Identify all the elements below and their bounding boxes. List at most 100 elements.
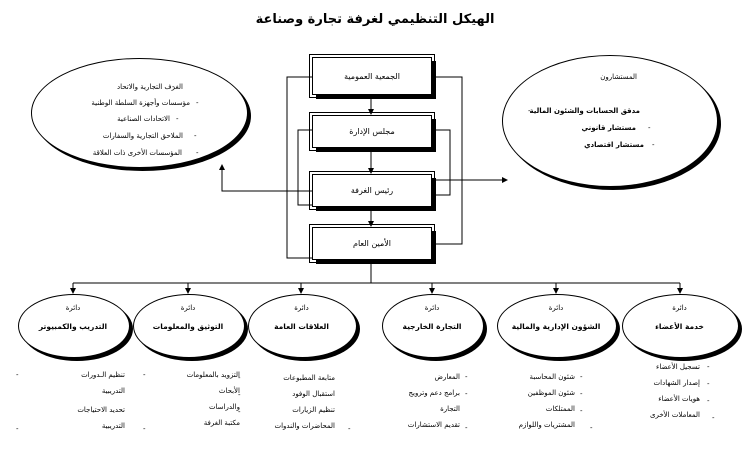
bullet-dash: - — [16, 371, 19, 379]
dept-item: تنظيم الزيارات — [292, 406, 335, 414]
dept-heading: دائرة العلاقات العامة — [248, 304, 355, 331]
bullet-dash: - — [590, 424, 593, 432]
general-assembly-box: الجمعية العمومية — [309, 54, 435, 98]
dept-title: التوثيق والمعلومات — [152, 322, 224, 331]
chamber-head-label: رئيس الغرفة — [350, 186, 394, 195]
dept-item: تسجيل الأعضاء — [656, 363, 700, 371]
arrowhead — [368, 168, 374, 174]
left-ellipse — [31, 58, 248, 168]
board-label: مجلس الإدارة — [349, 127, 395, 136]
bullet-dash: - — [238, 374, 241, 382]
bullet-dash: - — [194, 132, 197, 140]
arrowhead — [298, 288, 304, 294]
consultants-heading: المستشارون — [600, 73, 637, 81]
dept-title: الشؤون الإدارية والمالية — [511, 322, 601, 331]
dept-item: المعاملات الأخرى — [650, 411, 700, 419]
dept-heading: دائرة الشؤون الإدارية والمالية — [497, 304, 615, 331]
dept-item: مكتبة الغرفة — [203, 419, 240, 427]
bullet-dash: - — [707, 380, 710, 388]
dept-items-foreign-trade: المعارض برامج دعم وترويج التجارة تقديم ا… — [380, 374, 460, 429]
bullet-dash: - — [143, 371, 146, 379]
dept-item: متابعة المطبوعات — [283, 374, 335, 382]
dept-item: تنظيم الـدورات — [81, 371, 125, 379]
bullet-dash: - — [648, 124, 651, 132]
left-ellipse-item: الغرف التجارية والاتحاد — [117, 83, 183, 91]
bullet-dash: - — [528, 107, 531, 115]
dept-items-documentation: التزويد بالمعلومات الأبحاث والدراسات مكت… — [150, 372, 240, 427]
bullet-dash: - — [238, 408, 241, 416]
bullet-dash: - — [143, 425, 146, 433]
dept-item: الممتلكات — [545, 405, 575, 413]
left-loop-line — [286, 76, 312, 259]
arrowhead — [70, 288, 76, 294]
bullet-dash: - — [176, 115, 179, 123]
inner-left-loop — [297, 129, 312, 206]
left-ellipse-item: المؤسسات الأخرى ذات العلاقة — [92, 149, 182, 157]
arrowhead — [677, 288, 683, 294]
bullet-dash: - — [348, 425, 351, 433]
dept-item: شئون المحاسبة — [529, 373, 575, 381]
dept-ellipse-member-services — [622, 294, 739, 358]
dept-ellipse-training — [18, 294, 130, 358]
dept-word: دائرة — [672, 304, 687, 312]
left-ellipse-item: مؤسسات وأجهزة السلطة الوطنية — [91, 99, 190, 107]
dept-item: التجارة — [440, 405, 460, 413]
dept-item: التزويد بالمعلومات — [186, 371, 240, 379]
dept-item: التدريبية — [101, 422, 125, 430]
secretary-general-label: الأمين العام — [352, 239, 392, 248]
bullet-dash: - — [16, 425, 19, 433]
dept-item: الأبحاث — [218, 387, 240, 395]
dept-word: دائرة — [65, 304, 81, 312]
board-box: مجلس الإدارة — [309, 112, 435, 151]
dept-item: إصدار الشهادات — [653, 379, 700, 387]
bullet-dash: - — [196, 99, 199, 107]
dept-item: تقديم الاستشارات — [407, 421, 460, 429]
dept-items-member-services: تسجيل الأعضاء إصدار الشهادات هويات الأعض… — [615, 364, 700, 419]
arrowhead — [429, 288, 435, 294]
dept-item: المحاضرات والندوات — [274, 422, 335, 430]
dept-item: والدراسات — [208, 403, 240, 411]
dept-item: التدريبية — [101, 387, 125, 395]
left-ellipse-link — [221, 168, 312, 192]
bullet-dash: - — [580, 390, 583, 398]
bullet-dash: - — [712, 414, 715, 422]
bullet-dash: - — [707, 363, 710, 371]
bullet-dash: - — [465, 373, 468, 381]
bullet-dash: - — [580, 373, 583, 381]
consultant-item: مستشار اقتصادي — [584, 141, 644, 149]
arrowhead — [553, 288, 559, 294]
dept-heading: دائرة التدريب والكمبيوتر — [18, 304, 128, 331]
bullet-dash: - — [652, 141, 655, 149]
arrowhead — [219, 164, 225, 170]
dept-item: المشتريات واللوازم — [518, 421, 575, 429]
arrowhead — [185, 288, 191, 294]
dept-item: برامج دعم وترويج — [408, 389, 460, 397]
bullet-dash: - — [707, 397, 710, 405]
dept-items-public-relations: متابعة المطبوعات استقبال الوفود تنظيم ال… — [245, 375, 335, 430]
bullet-dash: - — [580, 407, 583, 415]
chart-title: الهيكل التنظيمي لغرفة تجارة وصناعة — [255, 12, 495, 27]
dept-title: التدريب والكمبيوتر — [38, 322, 108, 331]
dept-word: دائرة — [548, 304, 564, 312]
dept-heading: دائرة التوثيق والمعلومات — [133, 304, 243, 331]
dept-ellipse-admin-finance — [497, 294, 617, 358]
bullet-dash: - — [465, 390, 468, 398]
dept-items-admin-finance: شئون المحاسبة شئون الموظفين الممتلكات ال… — [490, 374, 575, 429]
inner-right-loop — [432, 129, 451, 196]
dept-ellipse-documentation — [133, 294, 245, 358]
dept-heading: دائرة خدمة الأعضاء — [622, 304, 737, 331]
arrowhead — [368, 221, 374, 227]
dept-heading: دائرة التجارة الخارجية — [382, 304, 482, 331]
consultant-item: مدقق الحسابات والشئون المالية — [529, 107, 641, 115]
dept-word: دائرة — [424, 304, 440, 312]
left-ellipse-item: الملاحق التجارية والسفارات — [102, 132, 183, 140]
dept-item: المعارض — [434, 373, 460, 381]
dept-ellipse-public-relations — [248, 294, 357, 358]
dept-ellipse-foreign-trade — [382, 294, 484, 358]
secretary-general-box: الأمين العام — [309, 224, 435, 263]
dept-items-training: تنظيم الـدورات التدريبية تحديد الاحتياجا… — [40, 372, 125, 430]
dept-item: تحديد الاحتياجات — [77, 406, 125, 414]
bullet-dash: - — [465, 424, 468, 432]
dept-title: خدمة الأعضاء — [655, 322, 704, 331]
